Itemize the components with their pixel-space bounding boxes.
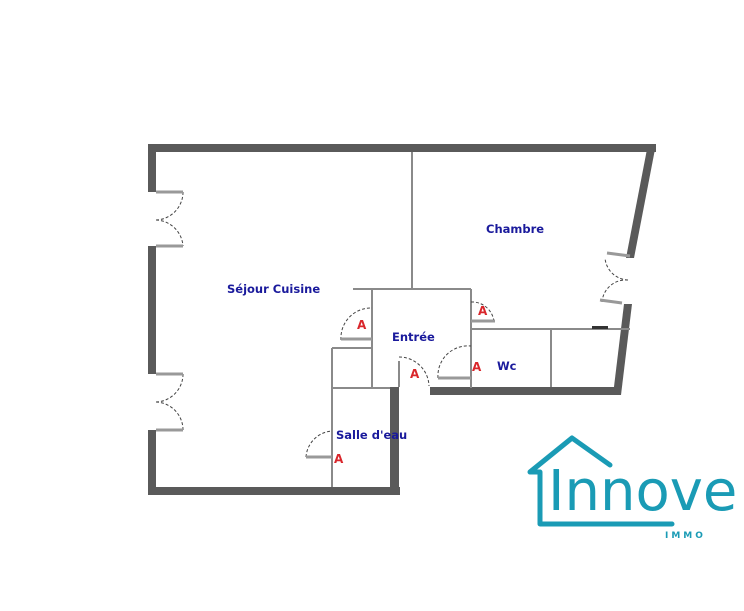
wall-fixture <box>592 326 608 329</box>
door-marker: A <box>478 304 488 318</box>
room-label-salle-eau: Salle d'eau <box>336 428 407 442</box>
room-label-wc: Wc <box>497 359 517 373</box>
room-label-sejour-cuisine: Séjour Cuisine <box>227 282 320 296</box>
room-label-chambre: Chambre <box>486 222 544 236</box>
innove-immo-logo: Innove IMMO <box>527 435 737 541</box>
logo-sub: IMMO <box>665 531 706 541</box>
door-marker: A <box>357 318 367 332</box>
door-swings <box>155 191 629 458</box>
door-marker: A <box>334 452 344 466</box>
door-marker: A <box>472 360 482 374</box>
logo-name: Innove <box>548 459 737 524</box>
door-leaves <box>156 190 631 459</box>
interior-partitions <box>331 152 630 487</box>
room-label-entree: Entrée <box>392 330 435 344</box>
house-icon <box>527 435 675 527</box>
door-marker: A <box>410 367 420 381</box>
exterior-walls <box>148 144 656 495</box>
